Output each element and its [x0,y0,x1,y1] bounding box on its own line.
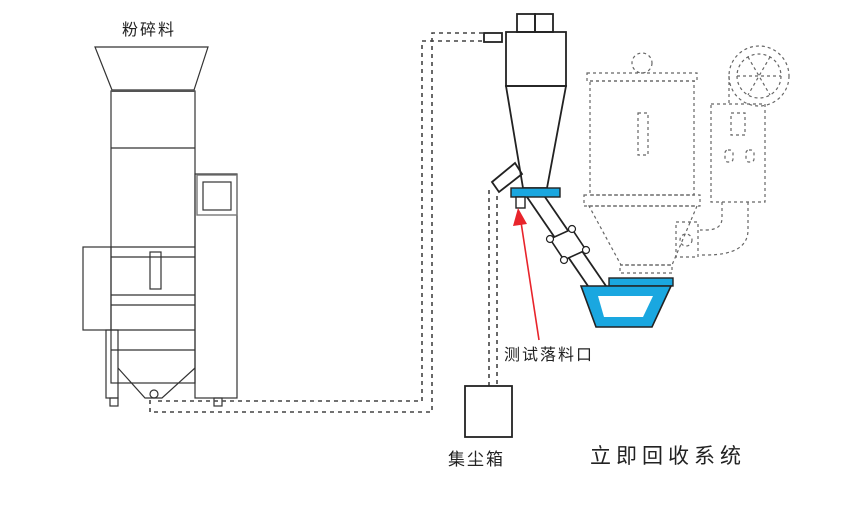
cyclone-head [505,31,567,87]
cyclone-separator [490,13,568,209]
blower-fan [728,45,790,107]
arrow-head-icon [513,208,527,226]
crusher-body [110,90,196,384]
dryer-body [589,80,695,196]
diagonal-feed-tube [526,196,607,287]
crusher-display [202,181,232,211]
dryer-cone [587,205,698,266]
dryer-sight-glass [637,112,649,156]
crushed-material-label: 粉碎料 [122,20,176,39]
cyclone-cone [504,85,568,189]
cabinet-display [730,112,746,136]
dust-collector-box [464,385,513,438]
hopper-bin-inner [598,296,653,317]
collection-hopper [579,277,674,328]
dust-box-label: 集尘箱 [448,450,505,470]
control-cabinet [700,103,766,256]
hopper-dryer [583,52,701,274]
crusher-motor-box [82,246,112,331]
crusher-sight-window [149,251,162,290]
conveying-pipe [149,32,503,413]
dust-pipe [488,190,498,386]
test-outlet [515,196,526,209]
system-title: 立即回收系统 [590,444,746,468]
cyclone-flange [510,187,561,198]
dust-branch-tube [490,161,524,194]
crusher: 粉碎料 [82,20,238,407]
dust-collector: 集尘箱 [448,385,513,470]
test-outlet-label: 测试落料口 [504,345,594,364]
dryer-top-knob [631,52,653,74]
crusher-feed-hopper [94,46,209,91]
test-outlet-arrow: 测试落料口 [504,208,594,364]
cyclone-inlet [483,32,503,43]
crusher-outlet [149,389,159,399]
blower-housing [728,45,790,107]
flex-joint [548,227,588,262]
hopper-lid [608,277,674,287]
crusher-control-panel [196,174,238,216]
cabinet-body [710,103,766,203]
